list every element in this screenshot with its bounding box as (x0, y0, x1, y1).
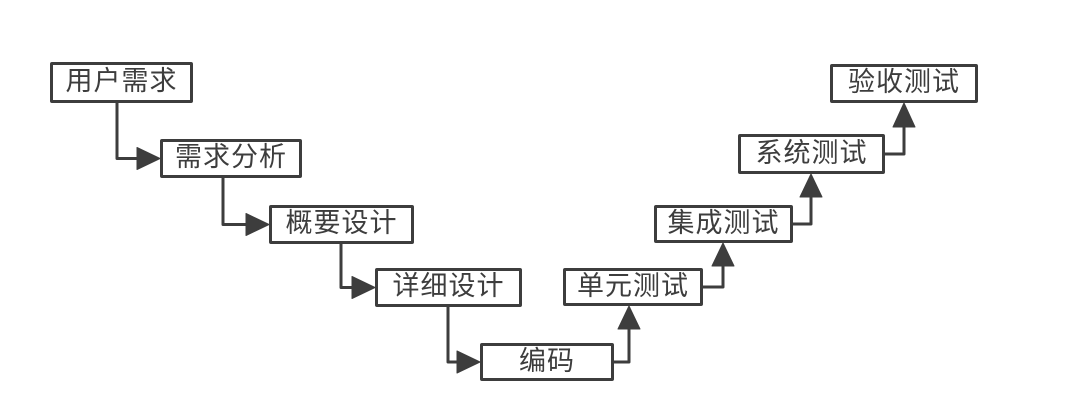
node-detailed-design-label: 详细设计 (392, 271, 505, 301)
arrowhead-right-icon (136, 147, 161, 170)
node-coding-label: 编码 (519, 345, 575, 376)
arrowhead-up-icon (617, 305, 641, 330)
edge-user-requirements-to-requirement-analysis (115, 96, 161, 170)
node-coding: 编码 (480, 343, 614, 381)
edge-detailed-design-to-coding (446, 300, 481, 374)
arrowhead-up-icon (892, 102, 916, 128)
node-detailed-design: 详细设计 (375, 268, 522, 307)
node-system-test: 系统测试 (738, 134, 885, 174)
edge-integration-test-to-system-test (787, 173, 823, 226)
arrowhead-up-icon (711, 242, 735, 267)
edge-requirement-analysis-to-preliminary-design (221, 171, 270, 236)
arrowhead-right-icon (351, 276, 376, 299)
node-acceptance-test: 验收测试 (830, 64, 978, 103)
node-integration-test: 集成测试 (654, 205, 793, 243)
node-preliminary-design-label: 概要设计 (285, 208, 398, 238)
arrowhead-right-icon (456, 350, 481, 374)
node-unit-test-label: 单元测试 (577, 270, 689, 301)
edge-system-test-to-acceptance-test (879, 102, 916, 156)
node-system-test-label: 系统测试 (755, 137, 868, 168)
arrowhead-up-icon (799, 173, 823, 198)
node-user-requirements-label: 用户需求 (65, 66, 178, 96)
edge-unit-test-to-integration-test (697, 242, 735, 289)
node-integration-test-label: 集成测试 (667, 207, 780, 238)
node-requirement-analysis: 需求分析 (160, 139, 302, 178)
edge-coding-to-unit-test (608, 305, 641, 364)
arrowhead-right-icon (245, 213, 270, 236)
node-user-requirements: 用户需求 (50, 62, 193, 103)
node-requirement-analysis-label: 需求分析 (175, 142, 287, 172)
edge-preliminary-design-to-detailed-design (339, 237, 376, 299)
node-acceptance-test-label: 验收测试 (848, 67, 960, 97)
node-preliminary-design: 概要设计 (269, 205, 414, 244)
node-unit-test: 单元测试 (563, 268, 703, 306)
